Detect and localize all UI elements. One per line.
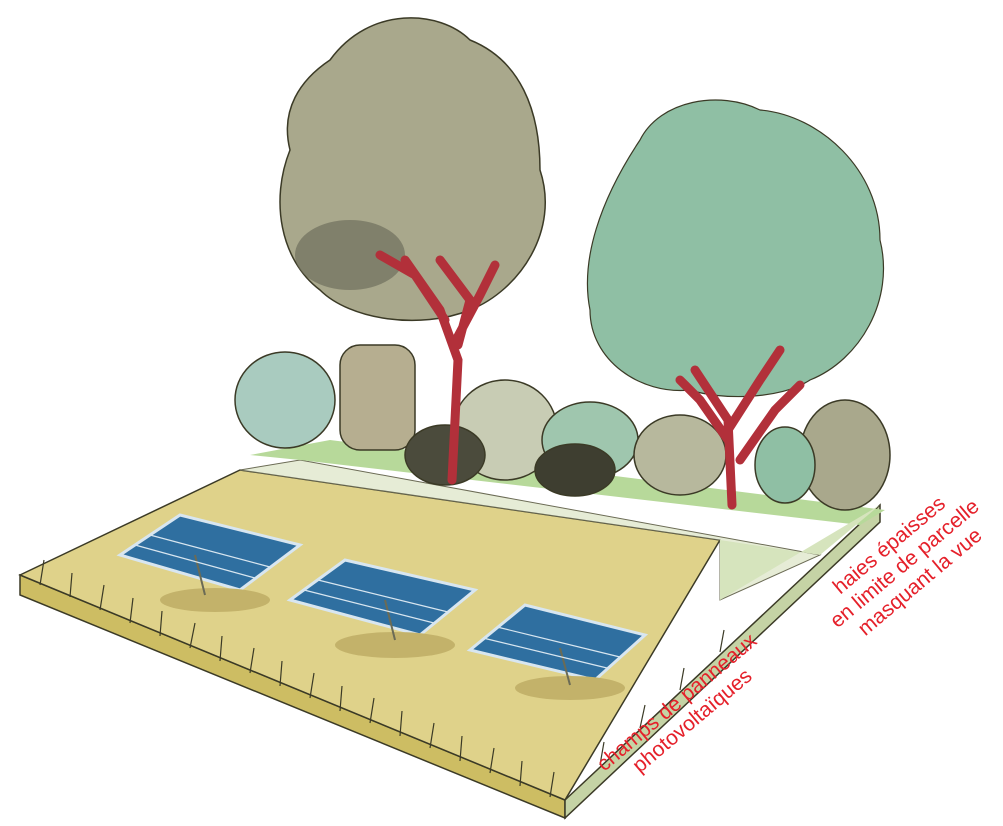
hedge-icon bbox=[339, 344, 416, 451]
hedge-icon bbox=[234, 351, 336, 449]
hedge-icon bbox=[754, 426, 816, 504]
green-tree-icon bbox=[586, 99, 885, 510]
hedge-icon bbox=[534, 443, 616, 497]
solar-panel-icon bbox=[466, 603, 649, 700]
solar-panel-icon bbox=[286, 558, 479, 658]
solar-panel-icon bbox=[116, 513, 304, 612]
solar-panels bbox=[116, 513, 649, 700]
grass-edge bbox=[39, 559, 725, 798]
grey-tree-icon bbox=[279, 17, 546, 485]
hedge-icon bbox=[633, 414, 727, 496]
hedge-row bbox=[234, 344, 891, 511]
hedge-icon bbox=[404, 424, 486, 486]
